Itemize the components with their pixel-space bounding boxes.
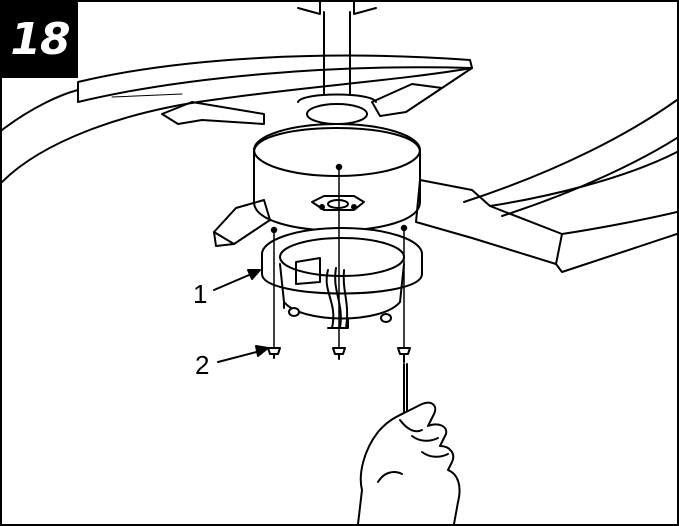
screw-tabs: [288, 307, 392, 323]
motor-top: [297, 93, 377, 125]
callout-arrows: [213, 269, 269, 363]
switch-housing-ring: [261, 227, 423, 320]
screw-guide-lines: [270, 163, 408, 351]
callout-label-1: 1: [193, 279, 208, 309]
blade-arm-front-left: [213, 199, 271, 247]
callout-label-2: 2: [195, 350, 210, 380]
screws: [267, 347, 411, 363]
hand: [357, 401, 461, 524]
step-number-badge: 18: [2, 2, 78, 78]
downrod: [297, 2, 377, 95]
blade-arm-back-left: [161, 101, 265, 125]
blade-arm-front-right: [415, 151, 677, 273]
wire-bundle: [325, 267, 349, 329]
motor-housing: [253, 123, 421, 232]
blade-arm-back-right: [371, 67, 473, 117]
screwdriver: [403, 363, 408, 413]
blade-lower-right: [463, 99, 677, 217]
